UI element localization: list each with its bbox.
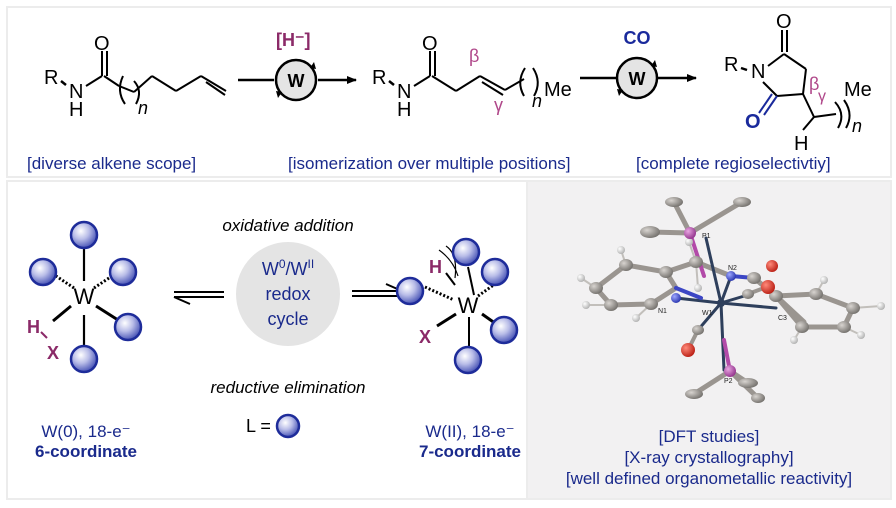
catalyst-W-label: W bbox=[629, 69, 646, 89]
ligand-ball-icon bbox=[69, 344, 99, 374]
redox-cycle-badge: W0/WII redox cycle bbox=[236, 242, 340, 346]
atom-label-P2: P2 bbox=[724, 378, 733, 385]
w2-metal-label: W bbox=[458, 293, 479, 318]
ligand-ball-icon bbox=[69, 220, 99, 250]
product-O-bottom-label: O bbox=[745, 111, 761, 133]
ligand-legend-label: L = bbox=[246, 416, 271, 436]
ligand-ball-icon bbox=[28, 257, 58, 287]
w0-caption-line1: W(0), 18-e⁻ bbox=[41, 422, 131, 441]
w0-caption: W(0), 18-e⁻ 6-coordinate bbox=[16, 422, 156, 462]
intermediate-N-label: N bbox=[397, 81, 411, 103]
atom-label-W1: W1 bbox=[702, 310, 713, 317]
w0-X-label: X bbox=[47, 343, 59, 363]
w0-metal-label: W bbox=[74, 284, 95, 309]
atom-label-C3: C3 bbox=[778, 315, 787, 322]
atom-label-N2: N2 bbox=[728, 265, 737, 272]
ligand-ball-icon bbox=[108, 257, 138, 287]
substrate-O-label: O bbox=[94, 33, 110, 55]
substrate-N-label: N bbox=[69, 81, 83, 103]
caption-dft: [DFT studies] bbox=[658, 427, 760, 446]
w0-caption-line2: 6-coordinate bbox=[34, 442, 138, 461]
step2-arrow: CO W bbox=[580, 28, 697, 100]
product-N-label: N bbox=[751, 61, 765, 83]
tungsten-catalyst-icon: W bbox=[274, 58, 318, 102]
ligand-ball-icon bbox=[395, 276, 425, 306]
catalyst-W-label: W bbox=[288, 71, 305, 91]
caption-alkene-scope: [diverse alkene scope] bbox=[27, 154, 197, 173]
product-gamma-label: γ bbox=[818, 88, 826, 105]
w2-caption-line1: W(II), 18-e⁻ bbox=[425, 422, 515, 441]
substrate-structure: R N H O n bbox=[44, 33, 227, 121]
reductive-elimination-label: reductive elimination bbox=[211, 378, 366, 397]
product-n-label: n bbox=[852, 116, 862, 136]
ligand-ball-icon bbox=[480, 257, 510, 287]
intermediate-beta-label: β bbox=[469, 46, 479, 66]
w2-caption: W(II), 18-e⁻ 7-coordinate bbox=[400, 422, 540, 462]
w2-caption-line2: 7-coordinate bbox=[418, 442, 522, 461]
redox-cycle-line2: redox bbox=[265, 284, 310, 304]
product-Me-label: Me bbox=[844, 79, 872, 101]
w2-complex: W H X bbox=[395, 237, 519, 375]
intermediate-structure: R N H O β γ n Me bbox=[372, 33, 572, 121]
equilibrium-arrows bbox=[173, 283, 403, 305]
substrate-R-label: R bbox=[44, 67, 58, 89]
caption-regioselectivity: [complete regioselectivtiy] bbox=[636, 154, 831, 173]
atom-label-P1: P1 bbox=[702, 233, 711, 240]
product-structure: R N O O β γ H n Me bbox=[724, 11, 872, 155]
redox-cycle-line3: cycle bbox=[267, 309, 308, 329]
w0-complex: W H X bbox=[27, 220, 143, 374]
tungsten-catalyst-icon: W bbox=[615, 56, 659, 100]
intermediate-R-label: R bbox=[372, 67, 386, 89]
product-R-label: R bbox=[724, 54, 738, 76]
ligand-ball-icon bbox=[489, 315, 519, 345]
redox-cycle-diagram: W H X W0/WII redox cycle oxidative addit… bbox=[27, 216, 519, 439]
product-O-top-label: O bbox=[776, 11, 792, 33]
caption-xray: [X-ray crystallography] bbox=[624, 448, 794, 467]
ligand-ball-icon bbox=[453, 345, 483, 375]
reaction-scheme: R N H O n [H⁻] bbox=[44, 11, 872, 155]
product-beta-label: β bbox=[809, 74, 819, 94]
crystal-structure-image: P1 N2 N1 W1 C3 P2 bbox=[577, 197, 885, 403]
intermediate-H-label: H bbox=[397, 99, 411, 121]
caption-isomerization: [isomerization over multiple positions] bbox=[288, 154, 571, 173]
step1-arrow: [H⁻] W bbox=[238, 30, 357, 102]
crystal-captions: [DFT studies] [X-ray crystallography] [w… bbox=[528, 426, 890, 489]
ligand-ball-icon bbox=[451, 237, 481, 267]
intermediate-n-label: n bbox=[532, 91, 542, 111]
intermediate-gamma-label: γ bbox=[494, 95, 503, 115]
caption-reactivity: [well defined organometallic reactivity] bbox=[565, 469, 853, 488]
substrate-H-label: H bbox=[69, 99, 83, 121]
substrate-n-label: n bbox=[138, 98, 148, 118]
ligand-ball-icon bbox=[275, 413, 301, 439]
hydride-reagent-label: [H⁻] bbox=[276, 30, 311, 50]
atom-label-N1: N1 bbox=[658, 308, 667, 315]
w0-H-label: H bbox=[27, 317, 40, 337]
w2-X-label: X bbox=[419, 327, 431, 347]
product-H-label: H bbox=[794, 133, 808, 155]
crystal-structure-panel: P1 N2 N1 W1 C3 P2 [DFT studies] [X-ray c… bbox=[526, 180, 892, 500]
ligand-ball-icon bbox=[113, 312, 143, 342]
reaction-scheme-panel: R N H O n [H⁻] bbox=[6, 6, 892, 178]
oxidative-addition-label: oxidative addition bbox=[222, 216, 353, 235]
redox-cycle-panel: W H X W0/WII redox cycle oxidative addit… bbox=[6, 180, 528, 500]
intermediate-Me-label: Me bbox=[544, 79, 572, 101]
ligand-legend: L = bbox=[246, 413, 301, 439]
redox-cycle-line1: W0/WII bbox=[262, 257, 314, 279]
w2-H-label: H bbox=[429, 257, 442, 277]
intermediate-O-label: O bbox=[422, 33, 438, 55]
co-reagent-label: CO bbox=[624, 28, 651, 48]
